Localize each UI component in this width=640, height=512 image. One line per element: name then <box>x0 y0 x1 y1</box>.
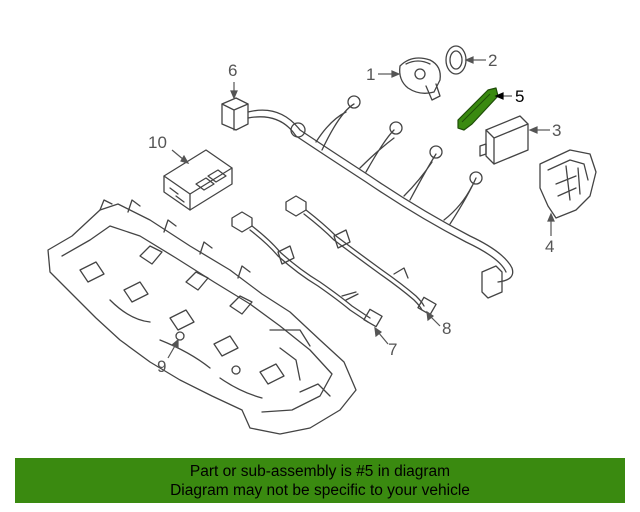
callout-7[interactable]: 7 <box>388 340 398 359</box>
callout-3[interactable]: 3 <box>552 121 562 140</box>
wiring-harness[interactable] <box>247 95 514 299</box>
callout-1[interactable]: 1 <box>366 65 376 84</box>
part-10-module[interactable] <box>163 149 233 211</box>
callout-9[interactable]: 9 <box>157 357 167 376</box>
banner-line-disclaimer: Diagram may not be specific to your vehi… <box>170 482 470 499</box>
info-banner: Part or sub-assembly is #5 in diagram Di… <box>15 458 625 503</box>
part-4-bracket[interactable] <box>539 149 597 219</box>
callout-10[interactable]: 10 <box>148 133 167 152</box>
banner-line-part: Part or sub-assembly is #5 in diagram <box>189 463 451 480</box>
callout-2[interactable]: 2 <box>488 51 498 70</box>
callout-4[interactable]: 4 <box>545 237 555 256</box>
callout-6[interactable]: 6 <box>228 61 238 80</box>
part-1-sensor[interactable] <box>399 57 441 101</box>
part-2-ring[interactable] <box>445 45 467 75</box>
part-5-highlighted[interactable] <box>457 87 499 131</box>
leader-7 <box>377 331 389 345</box>
callout-5[interactable]: 5 <box>515 87 525 106</box>
part-8-cable[interactable] <box>285 195 437 316</box>
part-9-bracket[interactable] <box>47 199 357 435</box>
callout-8[interactable]: 8 <box>442 319 452 338</box>
part-7-cable[interactable] <box>231 211 383 328</box>
part-3-control-unit[interactable] <box>479 115 529 165</box>
part-6-connector[interactable] <box>221 97 249 131</box>
parts-diagram <box>47 45 597 435</box>
